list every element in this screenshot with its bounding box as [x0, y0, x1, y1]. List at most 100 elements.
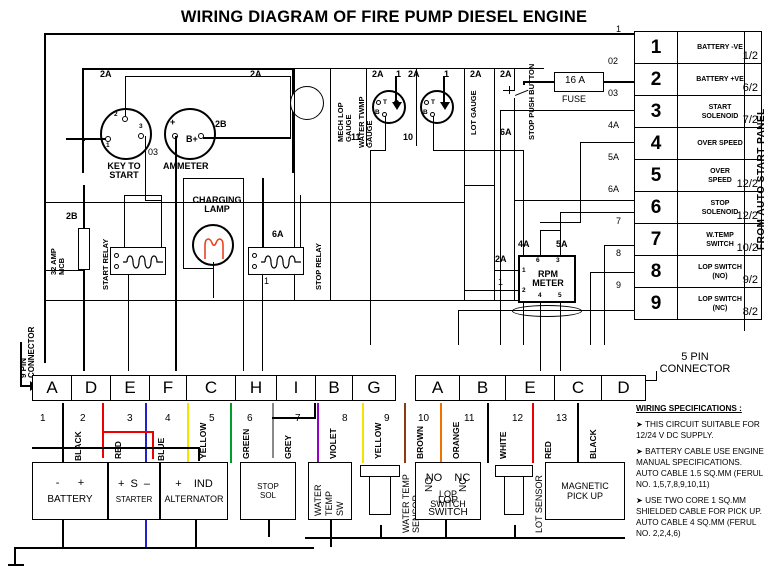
- feeder-6a-h: [514, 200, 645, 201]
- wire-line-yellow-8: [362, 403, 364, 463]
- left-connector-arm: [20, 385, 32, 387]
- wire-tag-2b-1: 2B: [215, 119, 227, 129]
- stop-relay-body[interactable]: [248, 247, 304, 275]
- fuse-wire-left: [523, 81, 555, 83]
- terminal-letter-d-1[interactable]: D: [71, 375, 111, 401]
- wire-color-label-13: BLACK: [588, 429, 598, 459]
- panel-terminal-number[interactable]: 8: [634, 255, 678, 288]
- terminal-letter-c-12[interactable]: C: [554, 375, 602, 401]
- wtg-t-label: T: [383, 99, 387, 106]
- rpm-pin-4: 4: [538, 292, 542, 299]
- spb-wire-out: [514, 98, 515, 300]
- rpm-wire-4-down: [540, 302, 541, 371]
- terminal-letter-a-0[interactable]: A: [32, 375, 72, 401]
- device-battery[interactable]: - +BATTERY: [32, 462, 108, 520]
- panel-terminal-number[interactable]: 2: [634, 63, 678, 96]
- panel-terminal-number[interactable]: 6: [634, 191, 678, 224]
- feeder-7-h: [604, 245, 645, 246]
- panel-terminal-number[interactable]: 5: [634, 159, 678, 192]
- feeder-8-v: [590, 272, 591, 345]
- wire-number-4: 4: [165, 413, 171, 424]
- wire-line-green-5: [230, 403, 232, 463]
- terminal-letter-f-3[interactable]: F: [149, 375, 187, 401]
- device-text: MAGNETIC PICK UP: [546, 463, 624, 519]
- spec-item-0: ➤ THIS CIRCUIT SUITABLE FOR 12/24 V DC S…: [636, 419, 760, 440]
- lot-gauge-label: LOT GAUGE: [469, 90, 478, 135]
- sep-4: [416, 68, 417, 146]
- wire-number-8: 8: [342, 413, 348, 424]
- mcb-body[interactable]: [78, 228, 90, 270]
- panel-wire-id: 9: [616, 280, 622, 290]
- rpm-wire-4a: 4A: [518, 239, 530, 249]
- panel-terminal-number[interactable]: 1: [634, 31, 678, 64]
- right-connector-stem: [656, 371, 657, 381]
- wire-line-grey-6: [272, 403, 274, 458]
- wtg-top-no: 1: [396, 69, 402, 79]
- charging-lamp-wire-h: [183, 268, 214, 269]
- feeder-4a-v: [580, 142, 581, 222]
- key-switch-pin-2-label: 2: [114, 111, 118, 118]
- page-title: WIRING DIAGRAM OF FIRE PUMP DIESEL ENGIN…: [180, 8, 588, 26]
- terminal-letter-i-6[interactable]: I: [276, 375, 316, 401]
- terminal-letter-e-11[interactable]: E: [505, 375, 555, 401]
- charging-lamp-wire-r: [243, 178, 244, 371]
- terminal-letter-e-2[interactable]: E: [110, 375, 150, 401]
- wire-number-6: 6: [247, 413, 253, 424]
- wire-key2-up: [125, 76, 126, 116]
- wire-line-brown-9: [404, 403, 406, 463]
- device-label: STARTER: [115, 494, 153, 504]
- stop-push-button-label: STOP PUSH BUTTON: [527, 63, 536, 140]
- feeder-03-h: [500, 110, 645, 111]
- terminal-letter-g-8[interactable]: G: [352, 375, 396, 401]
- panel-terminal-fraction: 8/2: [742, 306, 758, 318]
- ammeter-body[interactable]: [164, 108, 216, 160]
- panel-terminal-number[interactable]: 4: [634, 127, 678, 160]
- rpm-pin-2: 2: [522, 287, 526, 294]
- mcb-ground-rail: [44, 270, 84, 271]
- rpm-meter-body[interactable]: [518, 255, 576, 303]
- ground-rail-right: [305, 537, 625, 539]
- wiring-specifications: WIRING SPECIFICATIONS : ➤ THIS CIRCUIT S…: [636, 404, 764, 545]
- right-connector-label: 5 PIN CONNECTOR: [659, 351, 731, 375]
- device-stop-sol[interactable]: STOP SOL: [240, 462, 296, 520]
- key-switch-pin-3-label: 3: [139, 123, 143, 130]
- device-ground-drop: [195, 520, 197, 547]
- rpm-pin-1: 1: [522, 267, 526, 274]
- mcb-wire-up: [83, 185, 85, 229]
- wire-number-9: 9: [384, 413, 390, 424]
- terminal-letter-b-10[interactable]: B: [459, 375, 506, 401]
- panel-side-label: FROM AUTO START PANEL: [756, 108, 767, 250]
- device-magnetic-pickup[interactable]: MAGNETIC PICK UP: [545, 462, 625, 520]
- key-switch-terminal-3: [138, 133, 144, 139]
- panel-terminal-number[interactable]: 9: [634, 287, 678, 320]
- device-pins: NO NC: [425, 472, 471, 485]
- terminal-letter-b-7[interactable]: B: [315, 375, 353, 401]
- panel-terminal-number[interactable]: 3: [634, 95, 678, 128]
- device-starter[interactable]: + S –STARTER: [108, 462, 160, 520]
- lot-b-wire-down: [433, 116, 434, 151]
- device-pins: + IND: [175, 477, 213, 490]
- sensor-body[interactable]: [369, 477, 391, 515]
- bus-line-2: [464, 185, 465, 291]
- terminal-letter-a-9[interactable]: A: [415, 375, 460, 401]
- terminal-letter-c-4[interactable]: C: [186, 375, 236, 401]
- device-water-temp-sw[interactable]: WATER TEMP SW: [308, 462, 352, 520]
- wire-line-yellow-4: [187, 403, 189, 463]
- terminal-letter-h-5[interactable]: H: [235, 375, 277, 401]
- sensor-body[interactable]: [504, 477, 524, 515]
- terminal-letter-d-13[interactable]: D: [601, 375, 646, 401]
- mech-lop-gauge-body[interactable]: [290, 86, 324, 120]
- wire-line-red-12: [532, 403, 534, 463]
- feeder-5a-h: [560, 212, 645, 213]
- panel-terminal-number[interactable]: 7: [634, 223, 678, 256]
- device-ground-drop: [268, 520, 270, 537]
- key-switch-pin-1-label: 1: [106, 142, 110, 149]
- mcb-wire-down: [83, 269, 85, 371]
- sensor-cap: [495, 465, 533, 477]
- start-relay-wire-a-h: [124, 195, 161, 196]
- lot-terminal-b: [430, 112, 435, 117]
